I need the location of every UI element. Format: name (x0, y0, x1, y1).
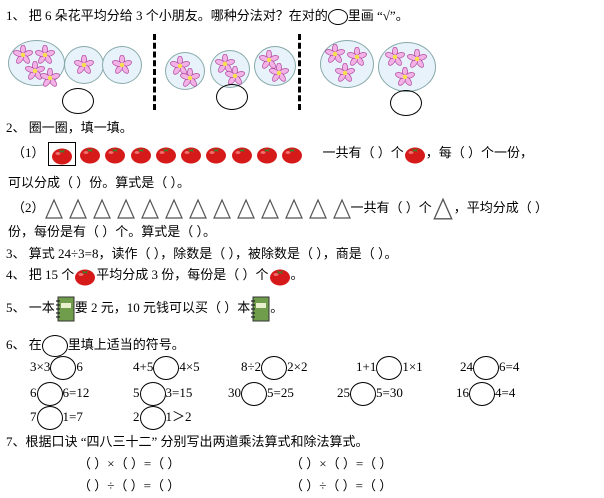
symbol-answer-circle[interactable] (50, 356, 77, 381)
symbol-answer-circle[interactable] (376, 356, 403, 381)
flower-icon (395, 67, 415, 87)
triangle-icon (141, 198, 159, 220)
answer-circle-c[interactable] (390, 90, 422, 116)
flower-group (320, 40, 374, 88)
symbol-answer-circle[interactable] (139, 406, 166, 431)
q3-text: 3、 算式 24÷3=8，读作（ ），除数是（ ），被除数是（ ），商是（ ）。 (6, 246, 398, 261)
circled-tomato-box (47, 142, 76, 167)
q7-div-1: （ ）÷（ ）=（ ） (78, 478, 181, 493)
symbol-answer-circle[interactable] (261, 356, 288, 381)
tomato-icon (404, 144, 426, 164)
answer-circle-b[interactable] (216, 84, 248, 110)
q2-s2-label: （2） (12, 200, 45, 215)
triangle-icon (285, 198, 303, 220)
symbol-answer-circle[interactable] (153, 356, 180, 381)
divider-dashed-line (153, 34, 156, 110)
q4-text: 4、 把 15 个平均分成 3 份，每份是（ ）个。 (6, 264, 304, 286)
flower-group (378, 42, 436, 92)
tomato-icon (231, 144, 253, 164)
q7-div-2: （ ）÷（ ）=（ ） (290, 478, 393, 493)
triangle-icon (333, 198, 351, 220)
q7-mul-1: （ ）×（ ）=（ ） (78, 456, 181, 471)
answer-circle-example (327, 9, 348, 26)
tomato-icon (281, 144, 303, 164)
symbol-answer-circle[interactable] (241, 382, 267, 407)
tomato-icon (155, 144, 177, 164)
q5-text: 5、 一本要 2 元，10 元钱可以买（ ）本。 (6, 294, 283, 322)
flower-icon (112, 55, 132, 75)
notebook-icon (250, 296, 270, 322)
tomato-icon (79, 144, 101, 164)
symbol-answer-circle[interactable] (139, 382, 166, 407)
tomato-icon (130, 144, 152, 164)
q2-s1-line2: 可以分成（ ）份。算式是（ ）。 (8, 175, 191, 190)
triangle-icon (261, 198, 279, 220)
flower-icon (180, 68, 200, 88)
flower-icon (335, 63, 355, 83)
triangle-icon (213, 198, 231, 220)
flower-icon (407, 49, 427, 69)
notebook-icon (55, 296, 75, 322)
triangle-icon (45, 198, 63, 220)
q6-text: 6、 在里填上适当的符号。 (6, 332, 185, 358)
tomato-icon (256, 144, 278, 164)
flower-group (210, 50, 250, 88)
tomato-row (47, 142, 303, 167)
flower-icon (40, 68, 60, 88)
symbol-answer-circle[interactable] (36, 406, 63, 431)
flower-group (254, 46, 296, 86)
triangle-icon (309, 198, 327, 220)
tomato-icon (74, 266, 96, 286)
tomato-icon (269, 266, 291, 286)
symbol-circle-example (41, 335, 68, 358)
triangle-icon (69, 198, 87, 220)
triangle-icon (189, 198, 207, 220)
q2-header: 2、 圈一圈，填一填。 (6, 120, 133, 135)
tomato-icon (205, 144, 227, 164)
q2-s1-label: （1） (12, 145, 45, 160)
divider-dashed-line (298, 34, 301, 110)
flower-icon (325, 44, 345, 64)
q2-s2-line2: 份，每份是有（ ）个。算式是（ ）。 (8, 224, 217, 239)
symbol-answer-circle[interactable] (36, 382, 63, 407)
symbol-answer-circle[interactable] (469, 382, 495, 407)
tomato-icon (51, 145, 73, 165)
symbol-answer-circle[interactable] (350, 382, 376, 407)
symbol-answer-circle[interactable] (473, 356, 499, 381)
tomato-icon (104, 144, 126, 164)
q2-s2-row: （2）一共有（ ）个，平均分成（ ） (12, 196, 548, 221)
triangle-row (45, 200, 351, 215)
triangle-icon (93, 198, 111, 220)
flower-icon (74, 55, 94, 75)
flower-icon (385, 47, 405, 67)
flower-group (102, 46, 142, 84)
answer-circle-a[interactable] (62, 88, 94, 114)
q7-mul-2: （ ）×（ ）=（ ） (290, 456, 393, 471)
triangle-icon (432, 197, 454, 221)
flower-icon (225, 66, 245, 86)
triangle-icon (237, 198, 255, 220)
tomato-icon (180, 144, 202, 164)
q1-text: 1、 把 6 朵花平均分给 3 个小朋友。哪种分法对？在对的里画 “√”。 (6, 8, 409, 26)
flower-group (165, 52, 205, 90)
triangle-icon (165, 198, 183, 220)
q7-text: 7、根据口诀 “四八三十二” 分别写出两道乘法算式和除法算式。 (6, 434, 369, 449)
triangle-icon (117, 198, 135, 220)
flower-group (8, 40, 65, 86)
flower-group (64, 46, 104, 84)
flower-icon (269, 63, 289, 83)
q2-s1-row: （1） 一共有（ ）个，每（ ）个一份， (12, 142, 533, 167)
